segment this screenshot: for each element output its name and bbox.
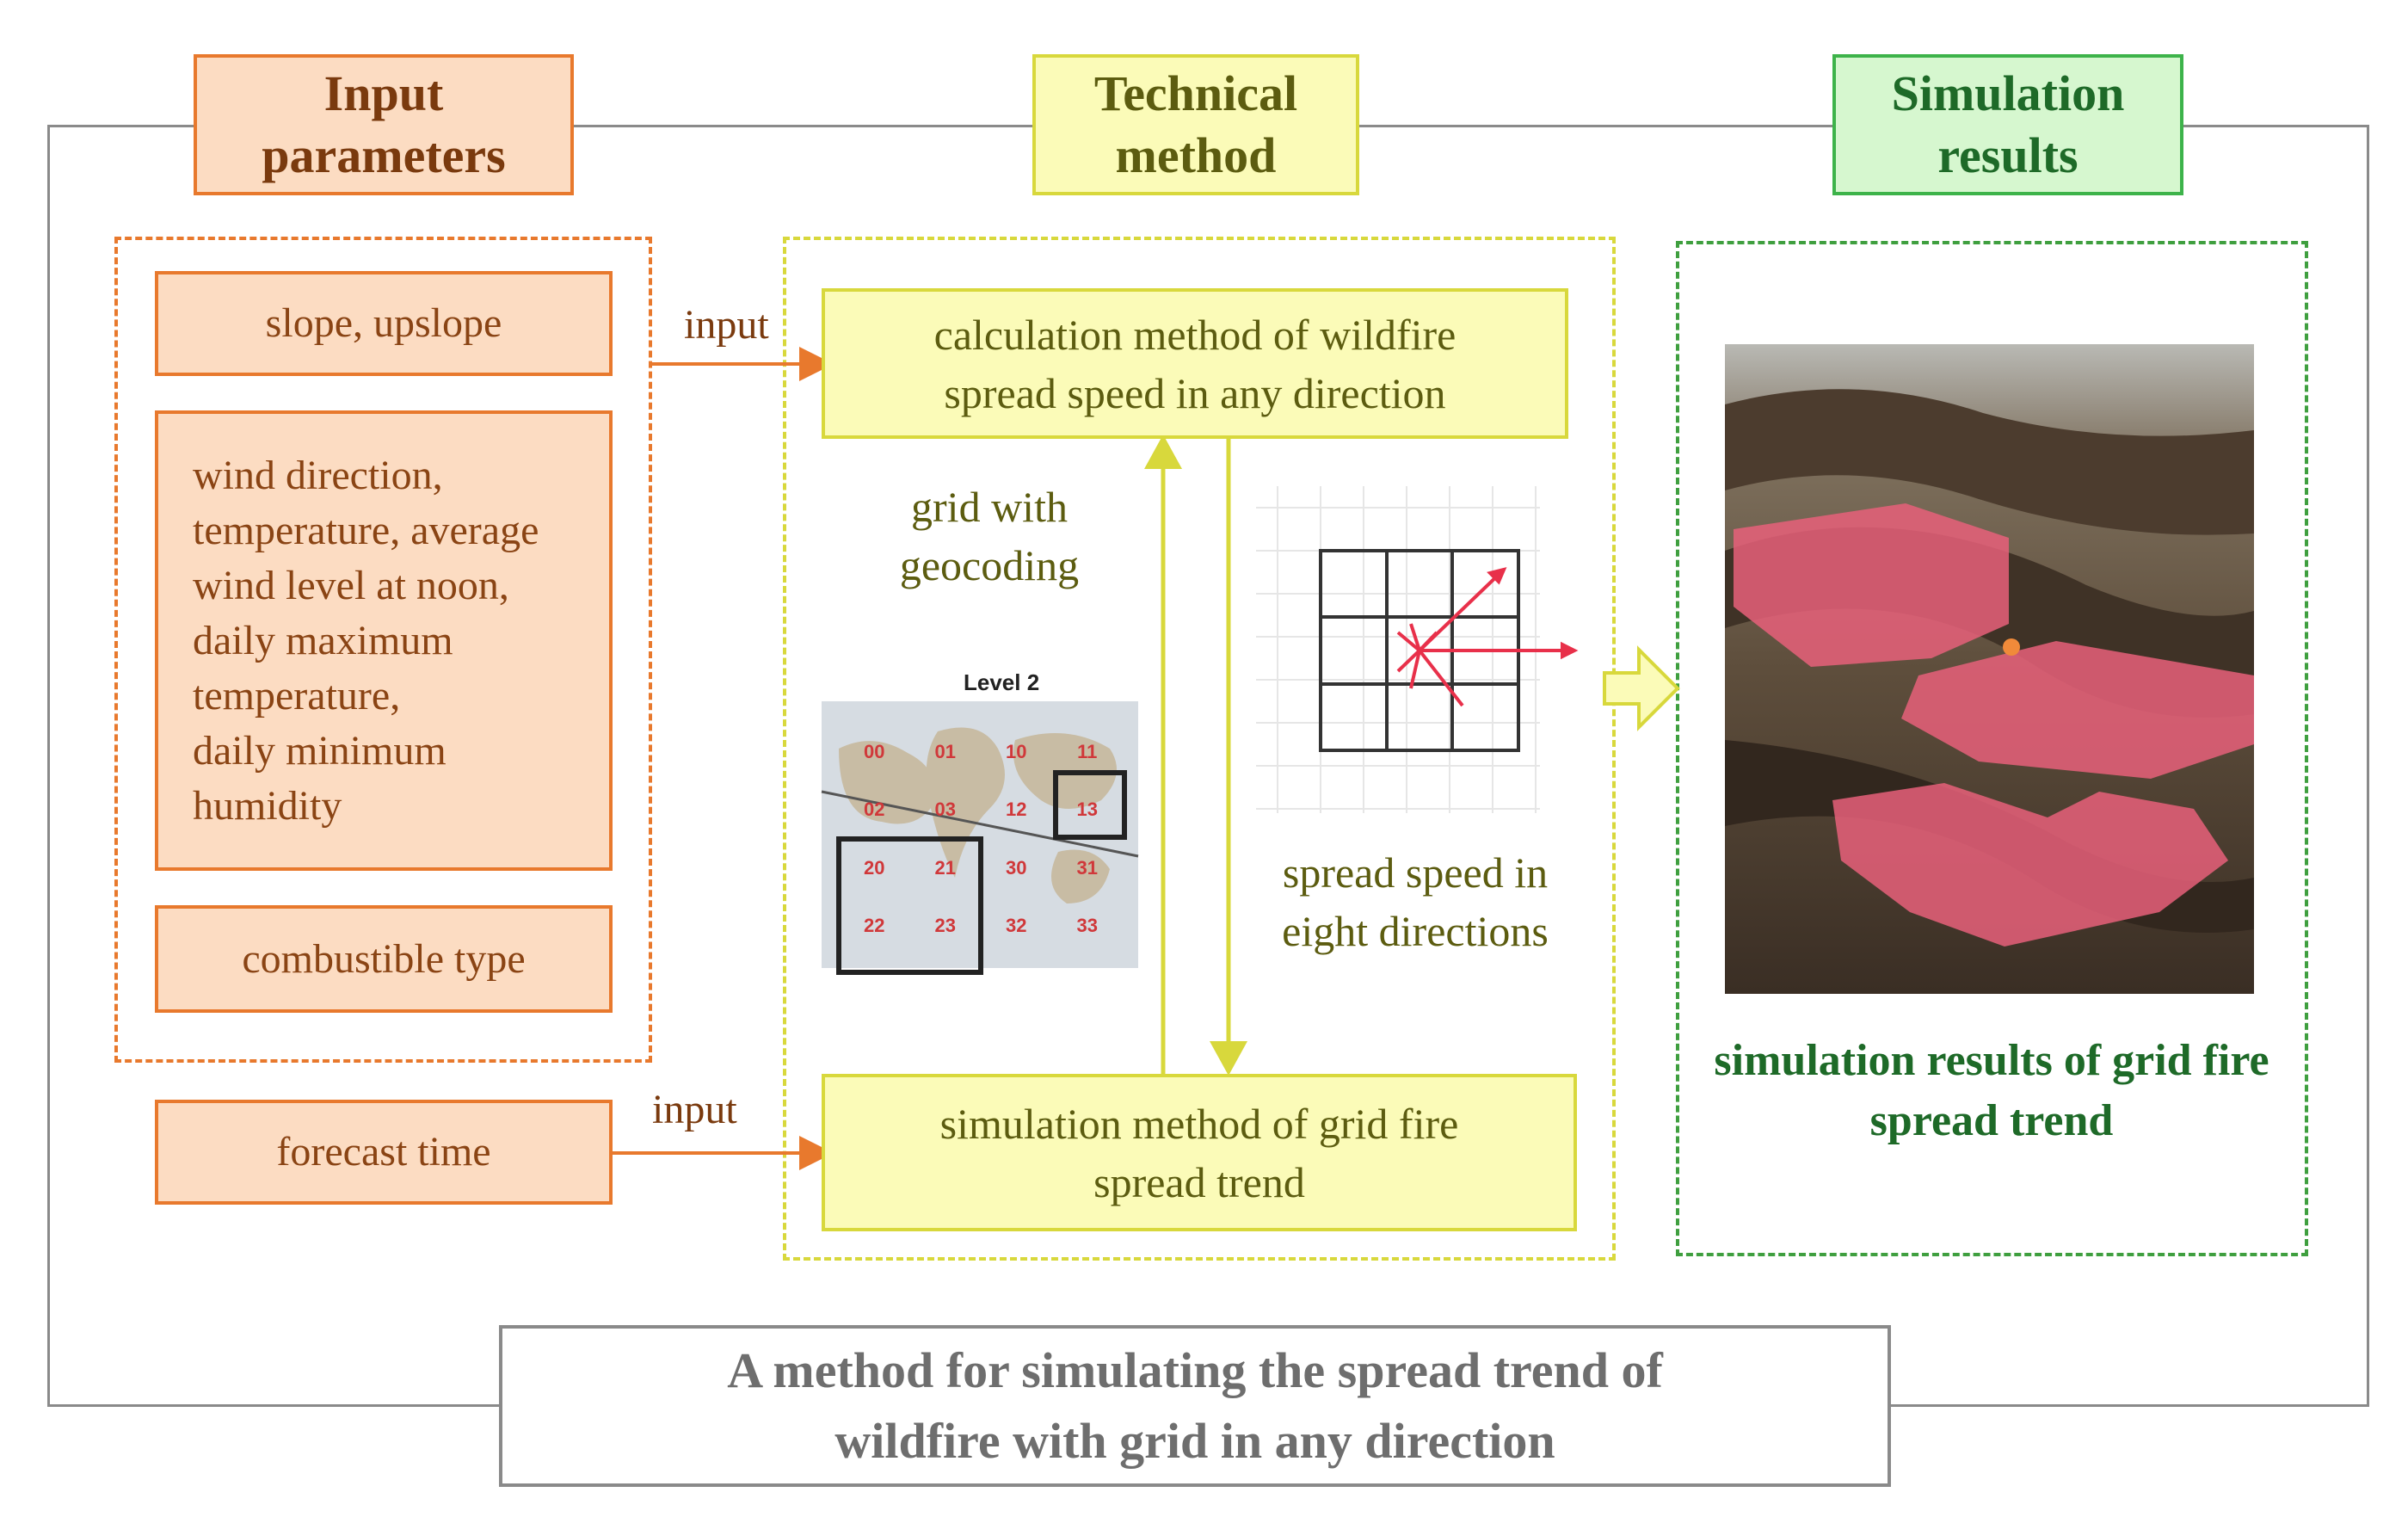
grid-cell-label: 01	[934, 740, 956, 762]
grid-cell-label: 20	[864, 856, 885, 879]
weather-input-box: wind direction, temperature, average win…	[155, 410, 613, 871]
method-group-container	[783, 237, 1616, 1261]
grid-cell-label: 21	[934, 856, 956, 879]
input-arrow-label-top: input	[684, 302, 769, 348]
grid-cell-label: 22	[864, 915, 885, 937]
grid-cell-label: 31	[1076, 856, 1098, 879]
calculation-method-box: calculation method of wildfire spread sp…	[822, 288, 1568, 439]
eight-directions-annotation: spread speed in eight directions	[1282, 848, 1549, 955]
result-group-container	[1676, 241, 2308, 1256]
grid-cell-label: 02	[864, 799, 885, 821]
simulation-result-image	[1725, 344, 2254, 994]
input-parameters-header-label: Input parameters	[262, 65, 506, 183]
grid-cell-label: 11	[1077, 740, 1098, 762]
grid-cell-label: 23	[934, 915, 956, 937]
grid-map-cells: 00 01 10 11 02 03 12 13 20 21 30 31 22 2…	[839, 723, 1123, 955]
technical-method-header: Technical method	[1032, 54, 1359, 195]
combustible-input-box: combustible type	[155, 905, 613, 1013]
simulation-method-label: simulation method of grid fire spread tr…	[939, 1099, 1459, 1206]
slope-input-label: slope, upslope	[265, 300, 502, 346]
forecast-input-box: forecast time	[155, 1100, 613, 1205]
input-parameters-header: Input parameters	[194, 54, 574, 195]
technical-method-header-label: Technical method	[1093, 65, 1298, 183]
grid-cell-label: 03	[934, 799, 956, 821]
slope-input-box: slope, upslope	[155, 271, 613, 376]
geocoding-grid-map	[821, 701, 1139, 975]
forecast-input-label: forecast time	[276, 1129, 491, 1175]
grid-geocoding-annotation: grid with geocoding	[899, 483, 1080, 589]
feedback-arrows	[1144, 435, 1247, 1076]
simulation-result-caption: simulation results of grid fire spread t…	[1714, 1036, 2269, 1145]
grid-map-title: Level 2	[964, 669, 1040, 695]
grid-cell-label: 10	[1006, 740, 1027, 762]
input-group-container	[114, 237, 652, 1063]
weather-input-label: wind direction, temperature, average win…	[193, 453, 539, 829]
simulation-results-header: Simulation results	[1832, 54, 2183, 195]
to-results-arrow	[1603, 645, 1680, 731]
diagram-title-box: A method for simulating the spread trend…	[499, 1325, 1891, 1487]
input-arrow-label-bottom: input	[652, 1087, 737, 1132]
grid-cell-label: 33	[1076, 915, 1098, 937]
grid-cell-label: 32	[1006, 915, 1027, 937]
grid-cell-label: 12	[1006, 799, 1027, 821]
simulation-results-header-label: Simulation results	[1891, 65, 2125, 183]
simulation-method-box: simulation method of grid fire spread tr…	[822, 1074, 1577, 1231]
diagram-title: A method for simulating the spread trend…	[727, 1342, 1663, 1469]
grid-cell-label: 30	[1006, 856, 1027, 879]
grid-cell-label: 00	[864, 740, 885, 762]
calculation-method-label: calculation method of wildfire spread sp…	[933, 310, 1457, 417]
eight-direction-grid	[1256, 486, 1579, 813]
combustible-input-label: combustible type	[242, 935, 526, 982]
grid-cell-label: 13	[1076, 799, 1098, 821]
